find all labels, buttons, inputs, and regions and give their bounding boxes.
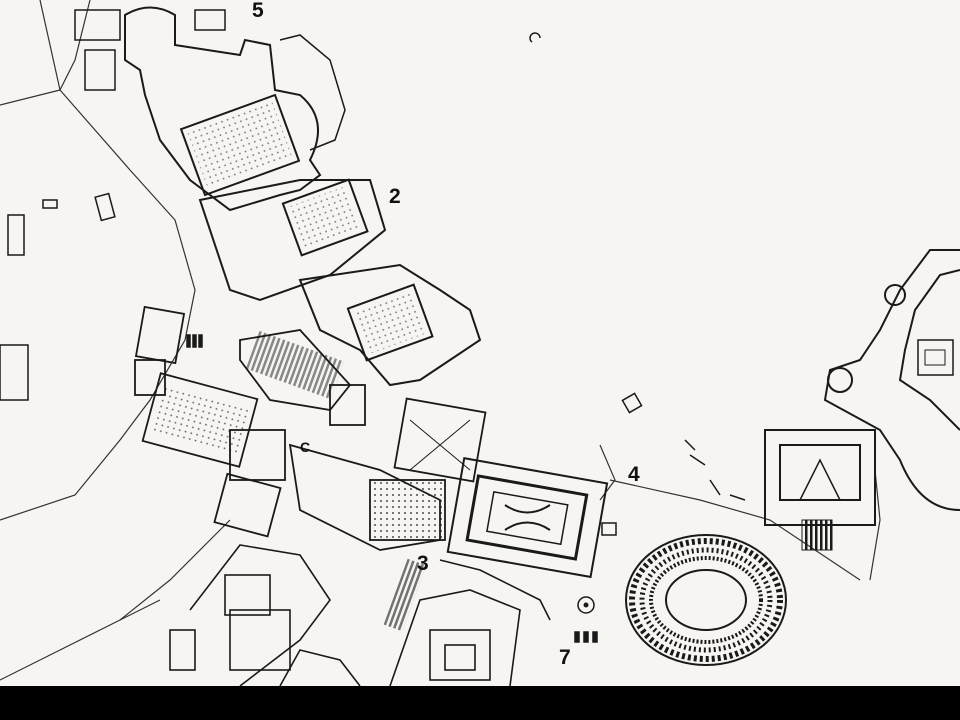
site-label-c: C <box>300 439 311 455</box>
baths-of-trajan <box>823 249 960 511</box>
site-label-3: 3 <box>417 552 429 575</box>
bottom-black-bar <box>0 686 960 720</box>
mid-buildings <box>134 305 487 551</box>
plan-drawing <box>0 0 960 686</box>
colosseum <box>577 534 787 666</box>
small-buildings-top <box>0 9 346 401</box>
roads <box>0 0 881 681</box>
ludus-magnus <box>764 429 876 551</box>
site-label-7: 7 <box>559 646 571 669</box>
basilica-complex <box>124 6 482 387</box>
colonnade-rows <box>150 330 345 456</box>
archaeological-site-plan: 5 2 C 4 3 7 <box>0 0 960 686</box>
site-label-5: 5 <box>252 0 264 22</box>
bottom-buildings <box>169 544 551 686</box>
temple-venus-roma <box>446 457 617 579</box>
site-label-4: 4 <box>628 463 640 486</box>
scattered-marks <box>186 32 746 643</box>
site-label-2: 2 <box>389 185 401 208</box>
dotted-colonnades <box>187 101 427 354</box>
